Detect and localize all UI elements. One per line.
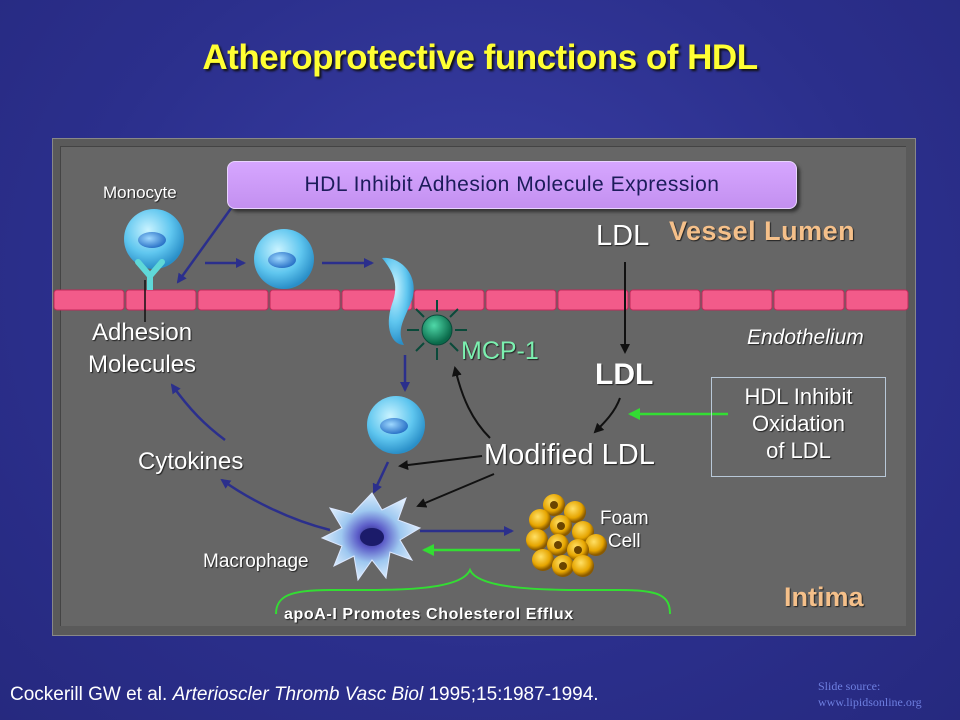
ldl-arrows bbox=[398, 262, 630, 508]
monocyte-cell bbox=[124, 209, 184, 269]
ldl-intima-label: LDL bbox=[595, 358, 654, 391]
monocyte-cell-intima bbox=[367, 396, 425, 454]
intima-label: Intima bbox=[784, 582, 864, 612]
slide-title: Atheroprotective functions of HDL bbox=[202, 38, 758, 77]
apoa1-efflux-label: apoA-I Promotes Cholesterol Efflux bbox=[284, 606, 574, 623]
foam-label-line1: Foam bbox=[600, 508, 649, 529]
oxidation-line3: of LDL bbox=[766, 438, 831, 463]
vessel-lumen-label: Vessel Lumen bbox=[669, 216, 856, 246]
pathway-arrows bbox=[170, 206, 514, 536]
macrophage-label: Macrophage bbox=[203, 551, 309, 572]
cytokines-label: Cytokines bbox=[138, 448, 244, 475]
mcp1-label: MCP-1 bbox=[461, 337, 539, 365]
endothelium-label: Endothelium bbox=[747, 326, 864, 349]
ldl-lumen-label: LDL bbox=[596, 220, 650, 252]
foam-label-line2: Cell bbox=[607, 531, 641, 552]
macrophage-icon bbox=[320, 492, 422, 582]
citation-journal: Arterioscler Thromb Vasc Biol bbox=[172, 684, 424, 705]
oxidation-line1: HDL Inhibit bbox=[744, 384, 853, 409]
modified-ldl-label: Modified LDL bbox=[484, 439, 655, 471]
citation: Cockerill GW et al. Arterioscler Thromb … bbox=[10, 684, 599, 706]
source-line1: Slide source: bbox=[818, 679, 881, 693]
adhesion-molecules-label: Adhesion Molecules bbox=[88, 317, 196, 381]
adhesion-label-line2: Molecules bbox=[88, 351, 197, 378]
citation-authors: Cockerill GW et al. bbox=[10, 684, 168, 705]
endothelium-layer bbox=[53, 289, 909, 311]
hdl-adhesion-banner: HDL Inhibit Adhesion Molecule Expression bbox=[227, 161, 797, 209]
monocyte-cell-rolling bbox=[254, 229, 314, 289]
oxidation-line2: Oxidation bbox=[752, 411, 845, 436]
mcp1-icon bbox=[407, 300, 467, 360]
adhesion-molecule-icon bbox=[135, 259, 165, 322]
foam-cell-label: Foam Cell bbox=[600, 507, 649, 553]
citation-details: 1995;15:1987-1994. bbox=[428, 684, 599, 705]
source-line2[interactable]: www.lipidsonline.org bbox=[818, 695, 922, 709]
slide-source: Slide source: www.lipidsonline.org bbox=[818, 678, 922, 710]
diagram-panel bbox=[60, 146, 906, 626]
monocyte-label: Monocyte bbox=[103, 183, 177, 202]
foam-cell-icon bbox=[526, 494, 607, 577]
adhesion-label-line1: Adhesion bbox=[91, 319, 193, 346]
hdl-oxidation-box: HDL Inhibit Oxidation of LDL bbox=[711, 377, 886, 477]
monocyte-cell-migrating bbox=[382, 257, 414, 345]
